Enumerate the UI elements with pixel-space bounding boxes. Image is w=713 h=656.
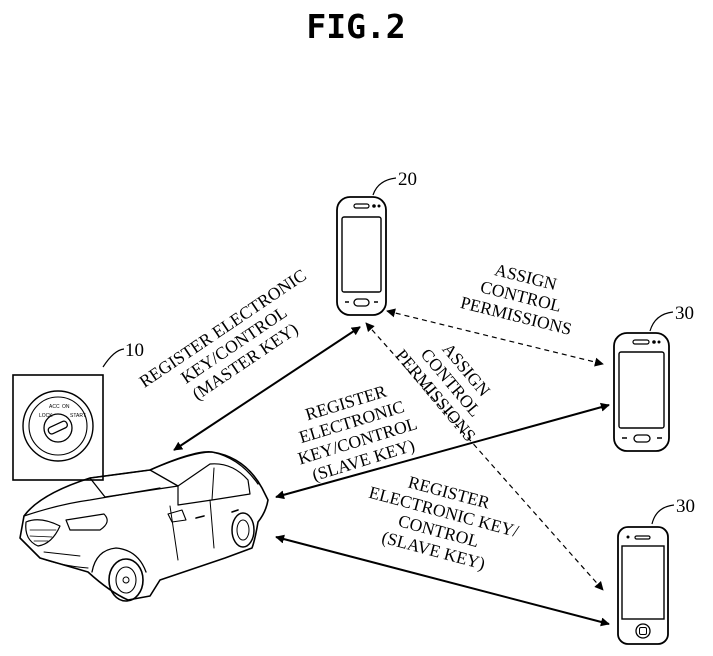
ref-10: 10 [125, 340, 144, 361]
leader-line-10 [102, 348, 125, 368]
slave-smartphone-b-icon [617, 526, 669, 645]
label-register-master: REGISTER ELECTRONIC KEY/CONTROL (MASTER … [135, 265, 309, 404]
master-smartphone-icon [336, 196, 387, 316]
ref-30-b: 30 [676, 496, 695, 517]
label-assign-top: ASSIGN CONTROL PERMISSIONS [459, 259, 574, 339]
car-icon [19, 451, 269, 602]
label-register-slave-b: REGISTER ELECTRONIC KEY/ CONTROL (SLAVE … [367, 472, 521, 574]
figure-title: FIG.2 [306, 7, 405, 46]
arrow-car-slave-a [275, 402, 610, 500]
ignition-label-lock: LOCK [39, 413, 53, 419]
ignition-label-on: ON [62, 404, 70, 410]
ref-30-a: 30 [675, 303, 694, 324]
label-register-slave-a: REGISTER ELECTRONIC KEY/CONTROL (SLAVE K… [296, 381, 420, 485]
slave-smartphone-a-icon [613, 332, 670, 452]
arrow-car-slave-b [275, 534, 610, 627]
ignition-label-start: START [70, 413, 86, 419]
ref-20: 20 [398, 169, 417, 190]
leader-line-30-b [651, 504, 675, 525]
ignition-label-acc: ACC [49, 404, 60, 410]
leader-line-20 [372, 177, 397, 196]
ignition-switch-icon: LOCK ACC ON START [12, 374, 104, 481]
arrow-master-car [173, 326, 361, 451]
leader-line-30-a [649, 311, 674, 332]
